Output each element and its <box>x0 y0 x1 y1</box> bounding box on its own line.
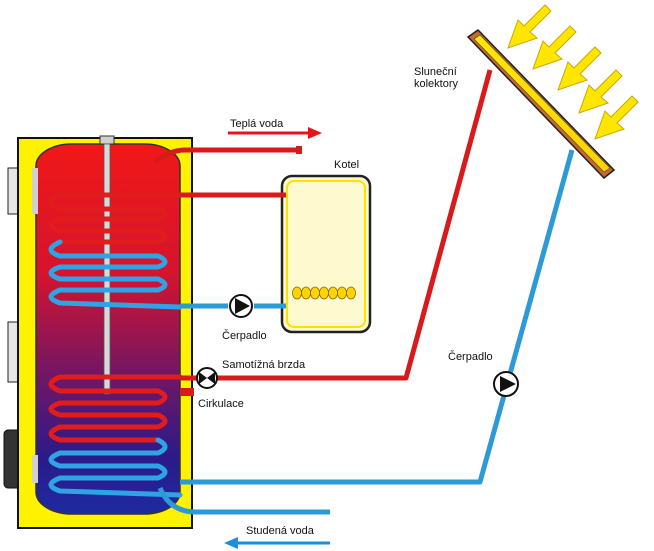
solar-pump-icon <box>493 371 519 397</box>
tank-top-flange <box>99 135 115 145</box>
lower-coil <box>48 374 183 498</box>
boiler-pump-icon <box>229 294 253 318</box>
upper-coil <box>48 192 183 310</box>
hot-water-outlet-pipe <box>153 146 302 164</box>
check-valve-icon <box>196 367 218 389</box>
label-hot-water: Teplá voda <box>230 118 284 130</box>
hot-water-arrow <box>228 127 322 139</box>
sun-rays-icon <box>507 4 639 140</box>
label-check-valve: Samotížná brzda <box>222 359 306 371</box>
label-cold-water: Studená voda <box>246 525 314 537</box>
solar-collector <box>466 29 616 180</box>
label-pump-solar: Čerpadlo <box>448 351 493 363</box>
solar-hot-pipe <box>180 69 493 381</box>
storage-tank <box>3 135 193 529</box>
label-solar-collectors: Sluneční kolektory <box>414 66 459 90</box>
cold-water-inlet-pipe <box>157 486 330 515</box>
circulation-stub <box>180 388 194 396</box>
burner-flame-icon <box>292 286 356 300</box>
boiler <box>280 174 372 334</box>
cold-water-arrow <box>224 537 330 549</box>
tank-side-block-bottom <box>32 455 38 483</box>
tank-side-block-top <box>32 168 38 214</box>
solar-cold-pipe <box>180 149 575 485</box>
label-circulation: Cirkulace <box>198 398 244 410</box>
label-boiler: Kotel <box>334 159 360 171</box>
label-pump-boiler: Čerpadlo <box>222 330 267 342</box>
